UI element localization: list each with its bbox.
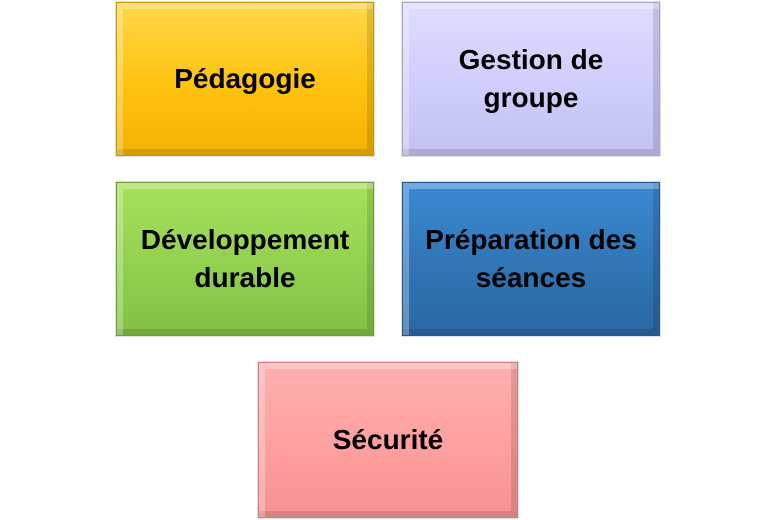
tile-gestion-label-line2: groupe [483, 82, 579, 113]
tile-gestion-label-line1: Gestion de [458, 44, 604, 75]
tile-developpement-label-line1: Développement [140, 224, 350, 255]
tile-preparation-label-line1: Préparation des [425, 224, 637, 255]
tile-preparation-des-seances: Préparation des séances [402, 182, 660, 336]
tile-securite: Sécurité [258, 362, 518, 518]
tile-preparation-label-line2: séances [475, 262, 587, 293]
tile-gestion-de-groupe: Gestion de groupe [402, 2, 660, 156]
tile-pedagogie-label: Pédagogie [174, 63, 316, 94]
tile-securite-label: Sécurité [332, 424, 444, 455]
tile-developpement-label: Développement durable [141, 221, 350, 297]
tile-gestion-label: Gestion de groupe [459, 41, 604, 117]
tile-developpement-label-line2: durable [194, 262, 296, 293]
tile-developpement-durable: Développement durable [116, 182, 374, 336]
tile-pedagogie: Pédagogie [116, 2, 374, 156]
tile-preparation-label: Préparation des séances [425, 221, 637, 297]
